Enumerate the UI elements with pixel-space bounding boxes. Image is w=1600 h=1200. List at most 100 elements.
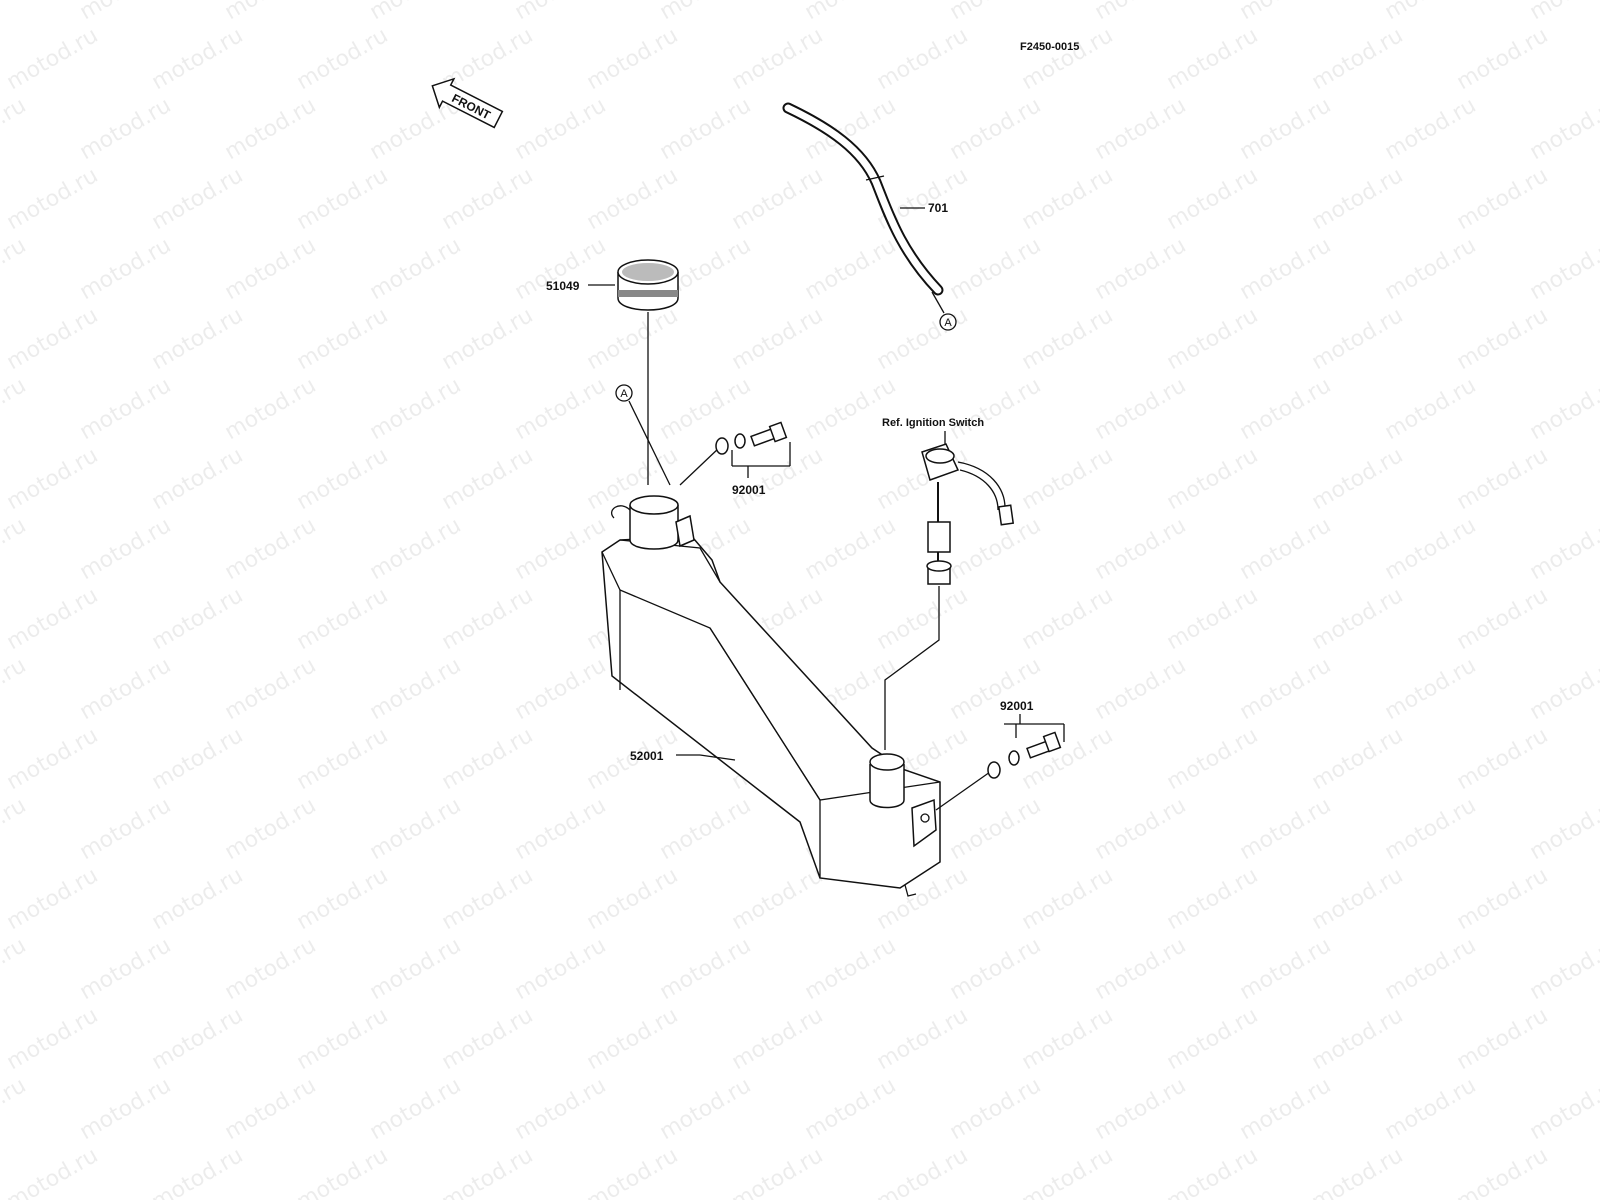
- oil-level-sensor: Ref. Ignition Switch: [882, 417, 1015, 750]
- watermark-text: motod.ru: [1453, 583, 1553, 655]
- watermark-text: motod.ru: [221, 653, 321, 725]
- watermark-text: motod.ru: [1453, 723, 1553, 795]
- watermark-text: motod.ru: [1526, 233, 1600, 305]
- watermark-text: motod.ru: [1018, 863, 1118, 935]
- watermark-text: motod.ru: [148, 583, 248, 655]
- watermark-text: motod.ru: [511, 1073, 611, 1145]
- watermark-text: motod.ru: [3, 23, 103, 95]
- watermark-text: motod.ru: [293, 863, 393, 935]
- watermark-text: motod.ru: [221, 1073, 321, 1145]
- watermark-text: motod.ru: [946, 933, 1046, 1005]
- watermark-text: motod.ru: [946, 1073, 1046, 1145]
- watermark-text: motod.ru: [728, 443, 828, 515]
- watermark-text: motod.ru: [583, 303, 683, 375]
- watermark-text: motod.ru: [801, 373, 901, 445]
- watermark-text: motod.ru: [946, 653, 1046, 725]
- watermark-text: motod.ru: [221, 233, 321, 305]
- watermark-text: motod.ru: [511, 373, 611, 445]
- watermark-text: motod.ru: [1526, 793, 1600, 865]
- watermark-text: motod.ru: [583, 1003, 683, 1075]
- watermark-text: motod.ru: [438, 1003, 538, 1075]
- watermark-text: motod.ru: [1453, 303, 1553, 375]
- connector-a-icon-2: [615, 384, 633, 402]
- watermark-text: motod.ru: [3, 1143, 103, 1200]
- watermark-text: motod.ru: [1308, 23, 1408, 95]
- watermark-text: motod.ru: [148, 1003, 248, 1075]
- watermark-text: motod.ru: [946, 373, 1046, 445]
- watermark-text: motod.ru: [1308, 443, 1408, 515]
- watermark-text: motod.ru: [511, 233, 611, 305]
- watermark-text: motod.ru: [293, 303, 393, 375]
- watermark-text: motod.ru: [1236, 0, 1336, 25]
- part-label-92001-top: 92001: [732, 483, 766, 497]
- watermark-text: motod.ru: [1308, 1003, 1408, 1075]
- watermark-text: motod.ru: [1308, 163, 1408, 235]
- connector-a-label: A: [944, 317, 952, 329]
- watermark-text: motod.ru: [221, 933, 321, 1005]
- watermark-text: motod.ru: [76, 653, 176, 725]
- watermark-text: motod.ru: [3, 303, 103, 375]
- watermark-text: motod.ru: [1453, 163, 1553, 235]
- watermark-text: motod.ru: [1526, 0, 1600, 25]
- watermark-text: motod.ru: [583, 163, 683, 235]
- watermark-text: motod.ru: [583, 1143, 683, 1200]
- watermark-text: motod.ru: [801, 233, 901, 305]
- watermark-text: motod.ru: [0, 933, 30, 1005]
- watermark-text: motod.ru: [801, 1073, 901, 1145]
- watermark-text: motod.ru: [1018, 583, 1118, 655]
- watermark-text: motod.ru: [1018, 23, 1118, 95]
- watermark-text: motod.ru: [873, 303, 973, 375]
- watermark-text: motod.ru: [438, 163, 538, 235]
- watermark-text: motod.ru: [221, 793, 321, 865]
- watermark-text: motod.ru: [0, 1073, 30, 1145]
- watermark-text: motod.ru: [511, 0, 611, 25]
- watermark-text: motod.ru: [438, 863, 538, 935]
- watermark-text: motod.ru: [3, 723, 103, 795]
- watermark-text: motod.ru: [1236, 793, 1336, 865]
- watermark-text: motod.ru: [656, 93, 756, 165]
- watermark-text: motod.ru: [1091, 0, 1191, 25]
- oil-tank-52001: 52001: [601, 495, 941, 897]
- watermark-text: motod.ru: [1091, 233, 1191, 305]
- watermark-text: motod.ru: [148, 1143, 248, 1200]
- watermark-text: motod.ru: [1381, 513, 1481, 585]
- watermark-text: motod.ru: [1453, 1003, 1553, 1075]
- watermark-text: motod.ru: [1453, 443, 1553, 515]
- watermark-text: motod.ru: [0, 793, 30, 865]
- watermark-text: motod.ru: [1236, 933, 1336, 1005]
- watermark-text: motod.ru: [1381, 933, 1481, 1005]
- diagram-code: F2450-0015: [1020, 41, 1079, 53]
- watermark-text: motod.ru: [221, 513, 321, 585]
- watermark-text: motod.ru: [873, 1143, 973, 1200]
- watermark-text: motod.ru: [0, 653, 30, 725]
- watermark-text: motod.ru: [293, 1143, 393, 1200]
- watermark-text: motod.ru: [1091, 373, 1191, 445]
- bolt-set-92001-top: 92001: [679, 421, 791, 497]
- watermark-text: motod.ru: [946, 793, 1046, 865]
- watermark-text: motod.ru: [1018, 163, 1118, 235]
- watermark-text: motod.ru: [728, 163, 828, 235]
- watermark-text: motod.ru: [76, 793, 176, 865]
- watermark-text: motod.ru: [3, 1003, 103, 1075]
- watermark-text: motod.ru: [1091, 93, 1191, 165]
- watermark-text: motod.ru: [1091, 513, 1191, 585]
- watermark-text: motod.ru: [76, 0, 176, 25]
- watermark-text: motod.ru: [1453, 23, 1553, 95]
- watermark-text: motod.ru: [1163, 723, 1263, 795]
- watermark-text: motod.ru: [1453, 1143, 1553, 1200]
- watermark-text: motod.ru: [366, 373, 466, 445]
- connector-a-label-2: A: [620, 388, 628, 400]
- watermark-text: motod.ru: [1091, 653, 1191, 725]
- part-label-701: 701: [928, 201, 948, 215]
- watermark-text: motod.ru: [366, 793, 466, 865]
- watermark-text: motod.ru: [293, 1003, 393, 1075]
- watermark-text: motod.ru: [511, 793, 611, 865]
- filter-51049: 51049: [546, 259, 679, 485]
- watermark-text: motod.ru: [1018, 1003, 1118, 1075]
- breather-hose-701: A 701: [782, 102, 957, 331]
- watermark-text: motod.ru: [656, 0, 756, 25]
- watermark-text: motod.ru: [1381, 793, 1481, 865]
- watermark-text: motod.ru: [1526, 93, 1600, 165]
- watermark-text: motod.ru: [366, 233, 466, 305]
- part-label-92001-bottom: 92001: [1000, 699, 1034, 713]
